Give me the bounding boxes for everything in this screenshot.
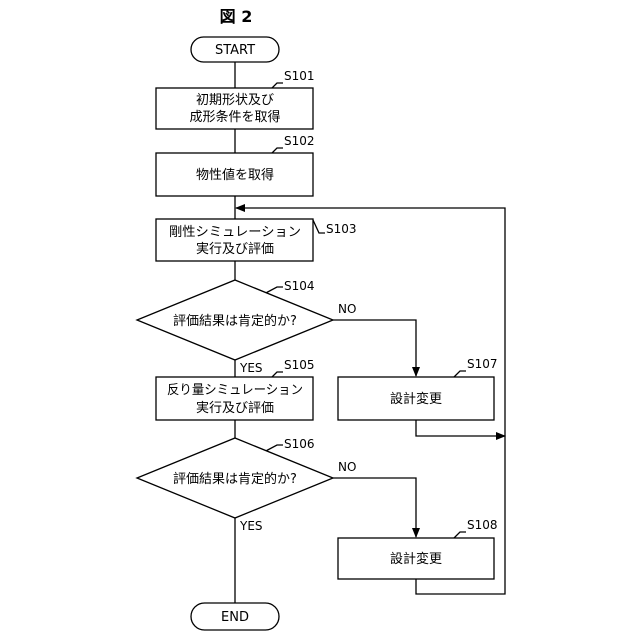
s102-step-label: S102 (284, 134, 315, 148)
leader-s103 (313, 220, 325, 233)
s107-step-label: S107 (467, 357, 498, 371)
s105-line2: 実行及び評価 (196, 400, 274, 416)
s101-line1: 初期形状及び (196, 93, 274, 108)
s106-yes-label: YES (239, 519, 263, 533)
figure-title: 図 2 (220, 7, 253, 26)
start-label: START (215, 43, 255, 58)
s106-step-label: S106 (284, 437, 315, 451)
end-label: END (221, 610, 249, 625)
s101-step-label: S101 (284, 69, 315, 83)
leader-s108 (454, 532, 466, 538)
s105-step-label: S105 (284, 358, 315, 372)
decision-s106: 評価結果は肯定的か? S106 NO YES (137, 437, 356, 533)
end-terminal: END (191, 603, 279, 630)
s103-step-label: S103 (326, 222, 357, 236)
start-terminal: START (191, 37, 279, 62)
s104-yes-label: YES (239, 361, 263, 375)
edge-s107-loop (416, 420, 505, 436)
s106-question: 評価結果は肯定的か? (173, 471, 297, 487)
s108-line1: 設計変更 (390, 551, 442, 567)
s104-step-label: S104 (284, 279, 315, 293)
edge-s104-s107-no (333, 320, 416, 376)
s103-line1: 剛性シミュレーション (169, 225, 301, 240)
edge-s106-s108-no (333, 478, 416, 537)
decision-s104: 評価結果は肯定的か? S104 NO YES (137, 279, 356, 375)
s106-no-label: NO (338, 460, 356, 474)
s104-no-label: NO (338, 302, 356, 316)
leader-s107 (454, 371, 466, 377)
s101-line2: 成形条件を取得 (189, 109, 280, 125)
process-s108: 設計変更 S108 (338, 518, 498, 579)
s102-line1: 物性値を取得 (196, 167, 274, 183)
process-s107: 設計変更 S107 (338, 357, 498, 420)
s108-step-label: S108 (467, 518, 498, 532)
s104-question: 評価結果は肯定的か? (173, 313, 297, 329)
s103-line2: 実行及び評価 (196, 241, 274, 257)
s105-line1: 反り量シミュレーション (167, 383, 303, 398)
s107-line1: 設計変更 (390, 391, 442, 407)
process-s103: 剛性シミュレーション 実行及び評価 S103 (156, 219, 357, 261)
